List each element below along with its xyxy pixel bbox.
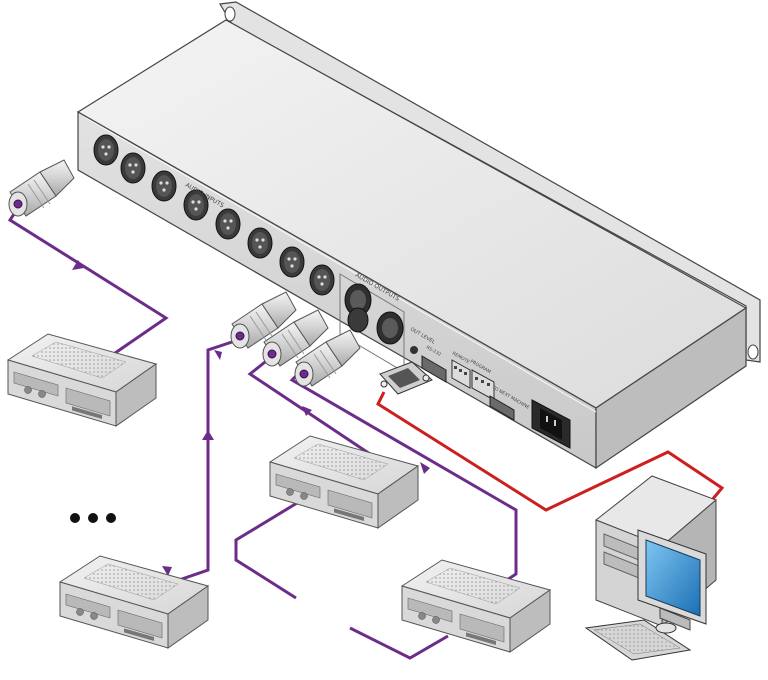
cable-arrows [72, 260, 430, 576]
audio-destination-deck-1 [269, 435, 419, 529]
dot-icon [106, 513, 116, 523]
audio-cable-output-1 [247, 356, 371, 456]
arrow-icon [162, 566, 172, 576]
xlr-socket-icon [215, 208, 241, 240]
remote-terminal-block [451, 359, 471, 389]
audio-source-deck-1 [7, 333, 157, 427]
xlr-socket-icon [151, 170, 177, 202]
mouse-icon [655, 622, 677, 634]
input-plug [8, 159, 75, 217]
audio-deck-icon [269, 435, 419, 529]
controller-pc [584, 475, 717, 661]
level-knob-icon [410, 346, 418, 354]
matrix-switcher-chassis [76, 1, 761, 470]
xlr-socket-icon [309, 264, 335, 296]
arrow-icon [420, 462, 430, 474]
audio-deck-icon [401, 559, 551, 653]
audio-cable-input-1 [7, 207, 169, 364]
audio-cable-loop-1 [234, 498, 303, 600]
power-inlet-icon [531, 399, 571, 449]
arrow-icon [202, 430, 214, 440]
xlr-socket-icon [93, 134, 119, 166]
audio-output-section [339, 273, 405, 373]
control-connectors [410, 346, 571, 449]
keyboard-icon [584, 619, 692, 661]
audio-cable-input-2 [149, 338, 239, 592]
db9-connector-icon [379, 361, 433, 395]
xlr-socket-icon [247, 227, 273, 259]
audio-destination-deck-2 [401, 559, 551, 653]
xlr-socket-icon [120, 152, 146, 184]
arrow-icon [72, 260, 84, 270]
audio-cable-loop-2 [349, 626, 449, 660]
dot-icon [88, 513, 98, 523]
arrow-icon [302, 406, 312, 416]
monitor-icon [637, 529, 707, 631]
audio-deck-icon [7, 333, 157, 427]
audio-deck-icon [59, 555, 209, 649]
xlr-socket-icon [279, 246, 305, 278]
audio-source-deck-2 [59, 555, 209, 649]
serial-cable [376, 361, 725, 512]
arrow-icon [214, 350, 222, 360]
xlr-plug-icon [8, 159, 75, 217]
dot-icon [70, 513, 80, 523]
